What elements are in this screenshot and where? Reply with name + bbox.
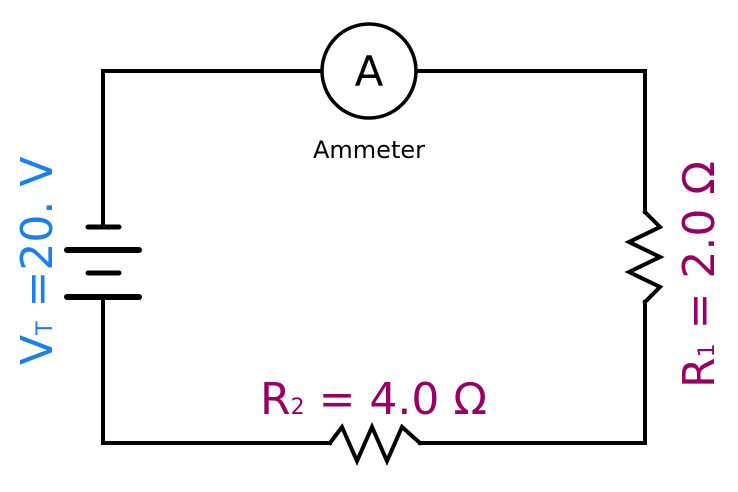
resistor-1-label-sub: 1 [695,343,720,357]
battery-label: VT =20. V [12,157,63,365]
wire-top-left [101,69,324,229]
battery-label-sub: T [33,321,58,336]
resistor-2-label-value: = 4.0 Ω [305,374,487,425]
wire-bottom-left [101,295,332,445]
resistor-1-label-main: R [674,357,725,388]
wire-top-right [414,69,647,214]
ammeter-caption: Ammeter [313,136,425,164]
resistor-1-label-value: = 2.0 Ω [674,161,725,343]
ammeter-icon: A [320,22,418,120]
circuit-wires [101,69,647,445]
wire-bottom-right [418,300,647,445]
battery-label-value: =20. V [12,157,63,322]
battery-label-main: V [12,335,63,365]
resistor-2-label: R2 = 4.0 Ω [260,374,487,425]
resistor-2-label-sub: 2 [291,395,305,420]
resistor-1-label: R1 = 2.0 Ω [674,161,725,388]
resistor-2-icon [327,422,423,466]
ammeter-glyph: A [355,47,384,96]
resistor-2-label-main: R [260,374,291,425]
battery-icon [64,224,142,300]
resistor-1-icon [624,209,665,305]
